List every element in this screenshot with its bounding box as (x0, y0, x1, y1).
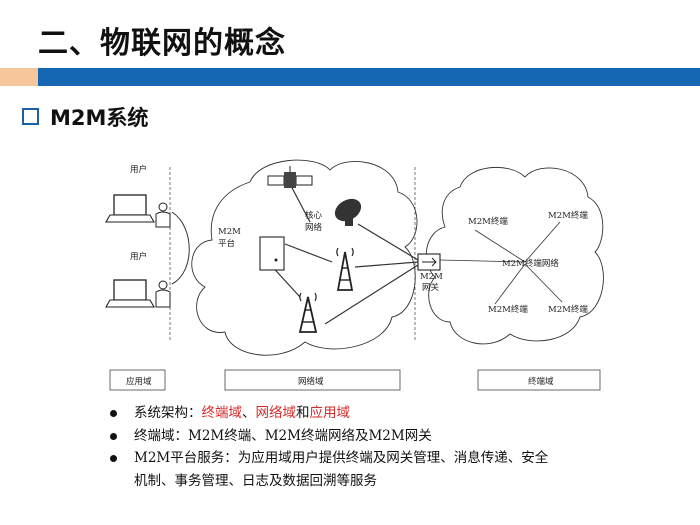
terminal-label: M2M终端 (548, 210, 588, 221)
net-domain-label: 网络域 (298, 376, 324, 387)
page-title: 二、物联网的概念 (38, 26, 286, 61)
platform-label: M2M (218, 227, 241, 237)
bullet-architecture: 系统架构：终端域、网络域和应用域 (108, 402, 668, 425)
title-bar (38, 68, 700, 86)
network-cloud (191, 159, 418, 356)
section-bullet-icon (22, 108, 39, 125)
app-domain-box (109, 369, 166, 391)
core-network-label: 网络 (305, 222, 323, 233)
app-domain-label: 应用域 (126, 376, 152, 387)
section-title: M2M系统 (50, 106, 149, 130)
satellite-icon (267, 166, 313, 188)
bullet-dot (110, 410, 117, 417)
highlight-network-domain: 网络域 (255, 405, 297, 421)
satellite-dish-icon (334, 198, 362, 226)
bullet-dot (110, 455, 117, 462)
bullet-platform-service-cont: 机制、事务管理、日志及数据回溯等服务 (134, 472, 377, 489)
terminal-label: M2M终端 (548, 304, 588, 315)
highlight-terminal-domain: 终端域 (201, 405, 243, 421)
user-label-2: 用户 (130, 251, 147, 262)
term-domain-label: 终端域 (528, 376, 554, 387)
person-icon (155, 202, 171, 228)
net-domain-box (224, 369, 401, 391)
bullet-dot (110, 432, 117, 440)
server-icon (259, 236, 285, 271)
gateway-label: 网关 (422, 282, 440, 293)
highlight-app-domain: 应用域 (309, 405, 351, 421)
gateway-icon (417, 253, 441, 271)
laptop-icon (105, 279, 155, 308)
terminal-label: M2M终端 (488, 304, 528, 315)
user-curve-arrow (171, 211, 190, 285)
terminal-label: M2M终端 (468, 216, 508, 227)
term-domain-box (477, 369, 601, 391)
gateway-label: M2M (420, 272, 443, 282)
core-network-label: 核心 (305, 210, 323, 221)
bullet-platform-service: M2M平台服务：为应用域用户提供终端及网关管理、消息传递、安全 (108, 447, 668, 470)
cell-tower-icon (298, 292, 318, 333)
m2m-architecture-diagram: 用户 用户 核心 网络 M2M 平台 (105, 159, 604, 391)
cell-tower-icon (336, 247, 354, 291)
laptop-icon (105, 194, 155, 223)
title-bar-accent (0, 68, 38, 86)
terminal-network-label: M2M终端网络 (502, 258, 559, 269)
bullet-terminal-domain: 终端域：M2M终端、M2M终端网络及M2M网关 (108, 425, 668, 448)
user-label-1: 用户 (130, 164, 147, 175)
platform-label: 平台 (218, 238, 235, 249)
bullet-list: 系统架构：终端域、网络域和应用域 终端域：M2M终端、M2M终端网络及M2M网关… (108, 402, 668, 492)
person-icon (155, 280, 171, 308)
